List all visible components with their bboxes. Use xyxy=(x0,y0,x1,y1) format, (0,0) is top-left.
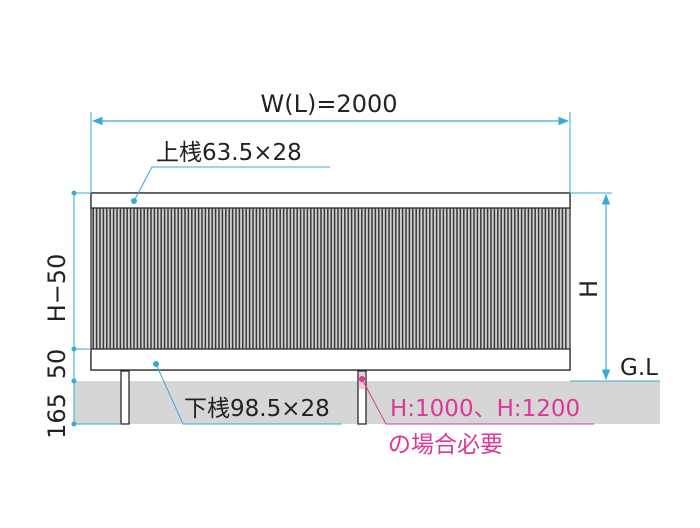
left-dot-bottom xyxy=(71,421,77,427)
panel-slats xyxy=(92,208,569,349)
bottom-rail-leader-dot xyxy=(153,361,159,367)
left-dot-rail xyxy=(71,346,77,352)
left-dot-ground xyxy=(71,378,77,384)
top-rail-leader xyxy=(133,166,330,202)
dim-embed-label: 165 xyxy=(43,393,71,439)
dim-lower-label: 50 xyxy=(43,349,71,380)
dim-upper-label: H−50 xyxy=(43,254,71,323)
bottom-rail-label: 下桟98.5×28 xyxy=(184,396,330,422)
bottom-rail-leader xyxy=(155,363,342,425)
note-leader xyxy=(361,378,594,425)
left-dot-top xyxy=(71,190,77,196)
top-rail-label: 上桟63.5×28 xyxy=(156,140,302,166)
bottom-rail xyxy=(90,348,571,371)
note-line-2: の場合必要 xyxy=(388,432,503,458)
height-dimension-label: H xyxy=(575,280,603,298)
ground-level-label: G.L xyxy=(620,355,658,381)
note-line-1: H:1000、H:1200 xyxy=(390,396,580,422)
note-leader-dot xyxy=(359,376,365,382)
top-rail xyxy=(90,192,571,209)
width-dimension-label: W(L)=2000 xyxy=(260,90,397,118)
left-post xyxy=(120,370,130,425)
top-rail-leader-dot xyxy=(131,198,137,204)
middle-post xyxy=(357,370,367,425)
